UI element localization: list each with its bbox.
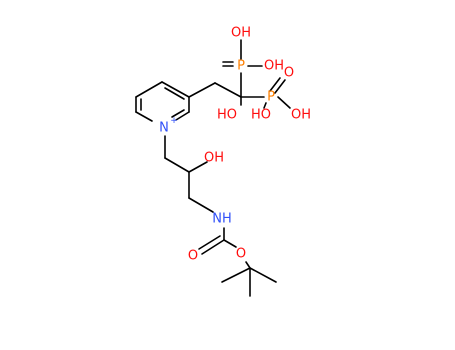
- bond: [135, 81, 163, 98]
- bond: [135, 111, 153, 122]
- bond: [245, 261, 251, 269]
- bonds: [135, 39, 291, 297]
- phosphorus-label-upper: P: [237, 59, 245, 74]
- phosphorus-label-lower: P: [267, 90, 275, 105]
- bond: [188, 197, 214, 213]
- hydroxyl-label: OH: [204, 151, 224, 166]
- bond: [214, 82, 242, 98]
- hydroxyl-label: OH: [231, 26, 251, 41]
- atom-labels: P OH OH P O HO HO OH N + OH NH O O: [159, 26, 311, 264]
- bond: [274, 79, 286, 94]
- hydroxyl-label: OH: [291, 108, 311, 123]
- bond: [188, 161, 208, 173]
- bond: [175, 111, 190, 121]
- hydroxyl-label: HO: [217, 108, 237, 123]
- bond: [269, 77, 281, 92]
- amine-label: NH: [212, 212, 232, 227]
- bond: [223, 239, 237, 248]
- positive-charge-label: +: [170, 116, 178, 126]
- oxygen-label: O: [284, 66, 294, 81]
- bond: [171, 109, 185, 118]
- bond: [249, 267, 277, 283]
- bond: [188, 82, 216, 98]
- bond: [161, 81, 190, 98]
- oxygen-label: O: [236, 247, 246, 262]
- bond: [263, 102, 267, 109]
- bond: [221, 267, 251, 283]
- bond: [164, 87, 185, 100]
- hydroxyl-label: HO: [251, 108, 271, 123]
- bond: [277, 96, 291, 109]
- bond: [201, 239, 225, 255]
- nitrogen-label: N: [159, 121, 169, 136]
- oxygen-label: O: [188, 249, 198, 264]
- bond: [198, 235, 221, 250]
- bond: [164, 157, 190, 173]
- hydroxyl-label: OH: [264, 59, 284, 74]
